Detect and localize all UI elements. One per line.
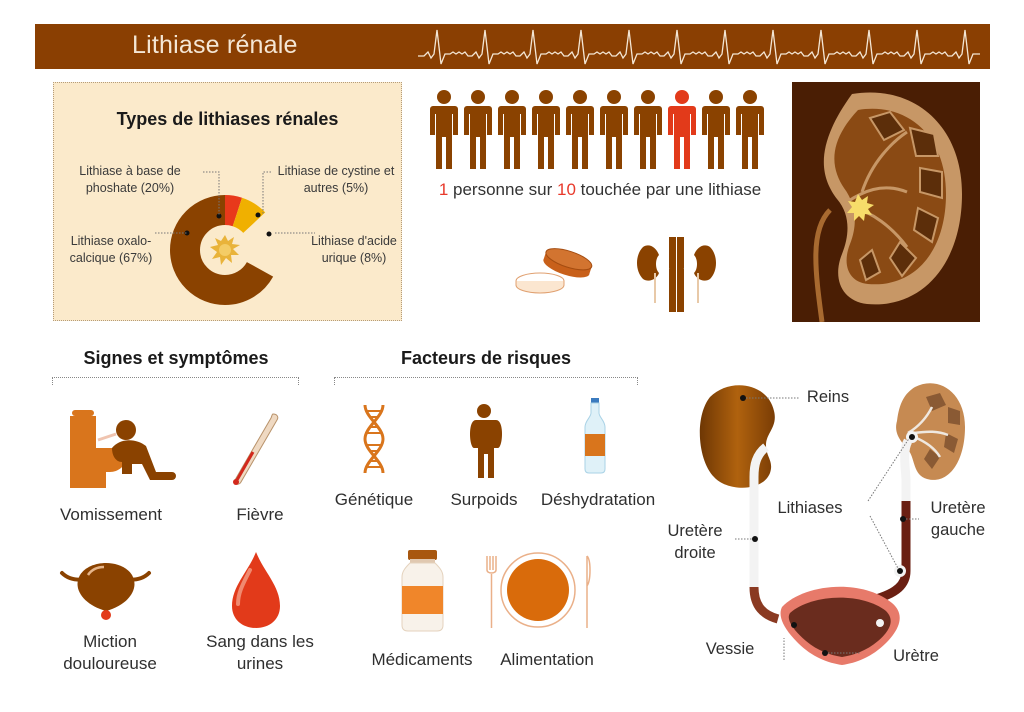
person-icon <box>464 90 492 169</box>
label-vessie: Vessie <box>705 640 755 658</box>
label-uretere-gauche: Uretère gauche <box>930 499 986 539</box>
symptoms-bracket <box>52 377 299 385</box>
label-lithiases: Lithiases <box>777 499 843 517</box>
label-phosphate: Lithiase à base de phoshate (20%) <box>79 164 181 195</box>
label-miction: Miction douloureuse <box>63 632 157 673</box>
people-row <box>430 90 764 169</box>
person-affected-icon <box>668 90 696 169</box>
medicine-bottle-icon <box>401 550 444 632</box>
label-uretre: Urètre <box>893 647 939 665</box>
label-cystine: Lithiase de cystine et autres (5%) <box>277 164 395 195</box>
label-uretere-droite: Uretère droite <box>667 522 723 562</box>
kidney-cross-section-illustration <box>792 82 980 322</box>
dna-icon <box>363 404 385 474</box>
label-alimentation: Alimentation <box>500 650 594 669</box>
risks-bracket <box>334 377 638 385</box>
label-medicaments: Médicaments <box>371 650 473 669</box>
label-deshydratation: Déshydratation <box>540 490 656 509</box>
label-sang: Sang dans les urines <box>206 632 314 673</box>
person-icon <box>498 90 526 169</box>
urinary-system-illustration <box>699 383 965 665</box>
person-icon <box>702 90 730 169</box>
label-fievre: Fièvre <box>236 505 284 524</box>
kidneys-small-icon <box>637 237 716 312</box>
prevalence-text: 1 personne sur 10 touchée par une lithia… <box>438 180 762 199</box>
kidney-right-icon <box>699 385 775 488</box>
types-title: Types de lithiases rénales <box>116 109 339 129</box>
person-icon <box>634 90 662 169</box>
vomiting-icon <box>70 410 176 488</box>
pill-box-icon <box>515 248 593 294</box>
label-genetique: Génétique <box>334 490 414 509</box>
symptoms-title: Signes et symptômes <box>83 348 269 368</box>
stone-types-donut-chart <box>170 195 280 305</box>
plate-cutlery-icon <box>486 552 591 628</box>
label-reins: Reins <box>806 388 850 406</box>
person-icon <box>532 90 560 169</box>
chart-leader-lines <box>155 171 315 234</box>
label-oxalo: Lithiase oxalo- calcique (67%) <box>69 234 153 265</box>
person-icon <box>566 90 594 169</box>
label-surpoids: Surpoids <box>450 490 518 509</box>
page-title: Lithiase rénale <box>132 31 298 59</box>
person-icon <box>430 90 458 169</box>
blood-drop-icon <box>232 552 280 628</box>
header-banner <box>35 24 990 69</box>
water-bottle-icon <box>584 398 606 474</box>
thermometer-icon <box>233 413 279 485</box>
label-urique: Lithiase d'acide urique (8%) <box>311 234 397 265</box>
kidney-stone-icon <box>210 235 240 265</box>
ecg-line-icon <box>418 29 980 65</box>
bladder-icon <box>60 563 151 620</box>
person-icon <box>600 90 628 169</box>
overweight-person-icon <box>470 404 502 478</box>
risks-title: Facteurs de risques <box>400 348 572 368</box>
person-icon <box>736 90 764 169</box>
label-vomissement: Vomissement <box>59 505 163 524</box>
